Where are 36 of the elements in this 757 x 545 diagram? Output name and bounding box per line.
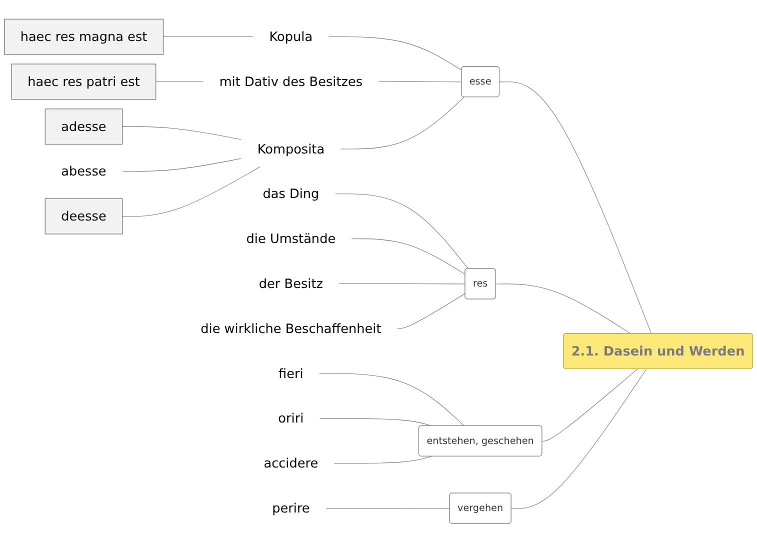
node-text: Komposita (257, 142, 325, 156)
connector (122, 158, 242, 172)
connector (338, 283, 466, 284)
node-text: die Umstände (246, 231, 336, 246)
node-text: abesse (61, 164, 106, 179)
connector (340, 96, 464, 150)
node-text: perire (272, 500, 310, 516)
connector (319, 373, 464, 426)
connector (378, 81, 462, 82)
connector (511, 368, 647, 509)
node-text: das Ding (262, 186, 320, 202)
connector (351, 238, 466, 275)
connector (122, 166, 261, 217)
node-text: oriri (278, 410, 304, 426)
node-text: accidere (264, 456, 318, 471)
node-text: die wirkliche Beschaffenheit (200, 321, 382, 336)
connector (319, 418, 432, 426)
node-text: mit Dativ des Besitzes (219, 74, 363, 90)
connector (397, 293, 466, 329)
connector (162, 36, 254, 38)
connector (122, 126, 242, 140)
connector (334, 194, 469, 270)
node-box: haec res patri est (11, 64, 156, 100)
connector (542, 368, 638, 442)
node-box: haec res magna est (4, 18, 164, 55)
connector (499, 82, 652, 334)
node-box: adesse (44, 108, 123, 144)
node-text: fieri (278, 366, 304, 382)
node-text: der Besitz (258, 276, 323, 292)
connector (156, 81, 204, 82)
node-box: deesse (44, 198, 123, 234)
node-text: Kopula (269, 29, 313, 44)
connector (496, 284, 631, 334)
connector (326, 508, 450, 509)
connector (328, 36, 462, 70)
connector (334, 456, 432, 464)
